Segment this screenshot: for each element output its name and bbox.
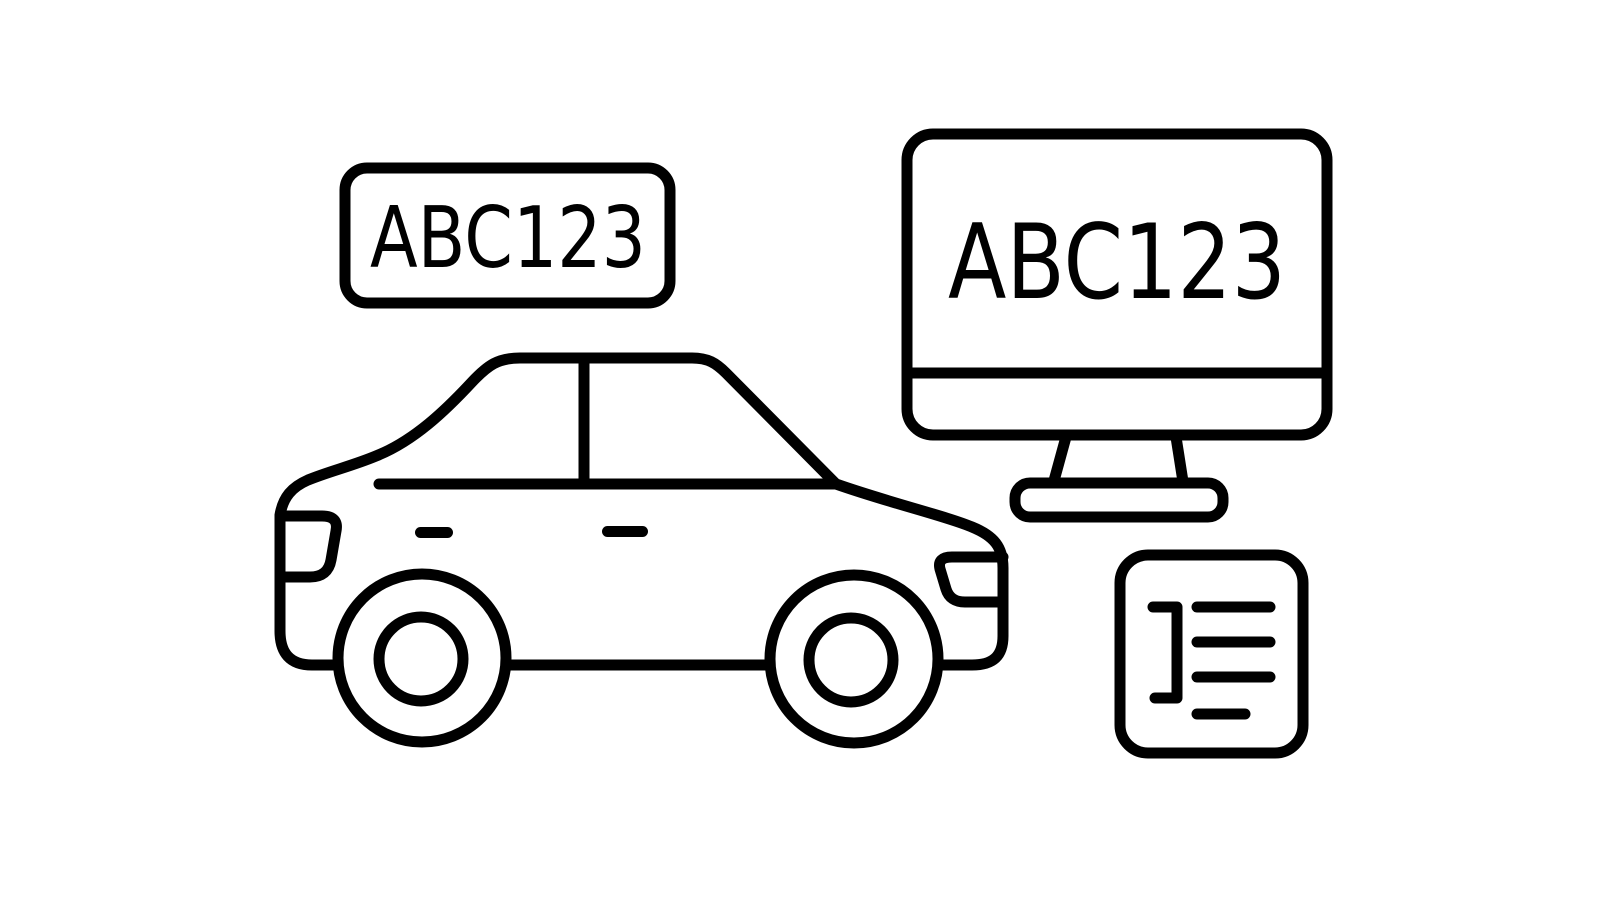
- car-door-handle-rear: [415, 527, 453, 538]
- license-plate-frame: [339, 162, 676, 309]
- car-headlight: [934, 551, 1009, 608]
- monitor-screen-text: ABC123: [948, 203, 1286, 323]
- document-icon: [1114, 549, 1309, 759]
- car-wheel-rear: [332, 568, 512, 748]
- monitor-icon: ABC123: [901, 128, 1333, 523]
- car-taillight: [276, 510, 342, 583]
- car-door-handle-front: [602, 526, 648, 537]
- car-icon: [274, 352, 1009, 749]
- license-plate-text: ABC123: [370, 189, 646, 288]
- car-wheel-front: [764, 569, 944, 749]
- car-body-outline: [274, 352, 1009, 671]
- monitor-base: [1009, 477, 1229, 523]
- document-frame: [1114, 549, 1309, 759]
- monitor-frame: [901, 128, 1333, 441]
- document-bracket: [1147, 601, 1183, 704]
- car-rim-front: [803, 612, 899, 708]
- car-rim-rear: [373, 611, 469, 707]
- license-plate-icon: ABC123: [339, 162, 676, 309]
- document-text-lines: [1191, 601, 1276, 720]
